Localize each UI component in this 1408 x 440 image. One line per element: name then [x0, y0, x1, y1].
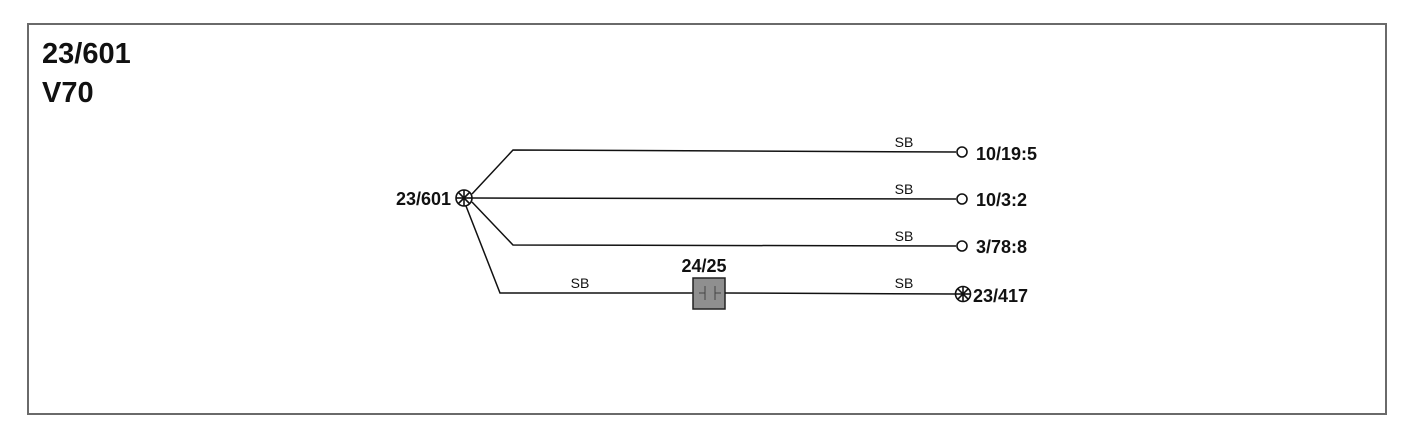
source-label: 23/601	[396, 189, 451, 209]
wire-3-color-code: SB	[895, 228, 914, 244]
terminal-4-label: 23/417	[973, 286, 1028, 306]
component-label: 24/25	[681, 256, 726, 276]
wire-2	[471, 197, 957, 200]
wire-4-out-color-code: SB	[895, 275, 914, 291]
diagram-frame	[27, 23, 1387, 415]
wire-4-in	[465, 205, 693, 294]
wire-4-out	[724, 292, 956, 295]
terminal-1-label: 10/19:5	[976, 144, 1037, 164]
terminal-2-label: 10/3:2	[976, 190, 1027, 210]
terminal-2-icon	[956, 193, 968, 205]
terminal-1-icon	[956, 146, 968, 158]
wire-4-in-color-code: SB	[571, 275, 590, 291]
terminal-3-label: 3/78:8	[976, 237, 1027, 257]
terminal-3-icon	[956, 240, 968, 252]
terminal-4-splice-icon	[954, 285, 972, 303]
wire-3	[471, 201, 957, 247]
wire-1	[471, 149, 957, 195]
vehicle-model-title: V70	[42, 77, 94, 109]
wire-1-color-code: SB	[895, 134, 914, 150]
source-splice-icon	[455, 189, 473, 207]
component-block-icon	[692, 277, 726, 310]
diagram-code-title: 23/601	[42, 38, 131, 70]
wire-2-color-code: SB	[895, 181, 914, 197]
